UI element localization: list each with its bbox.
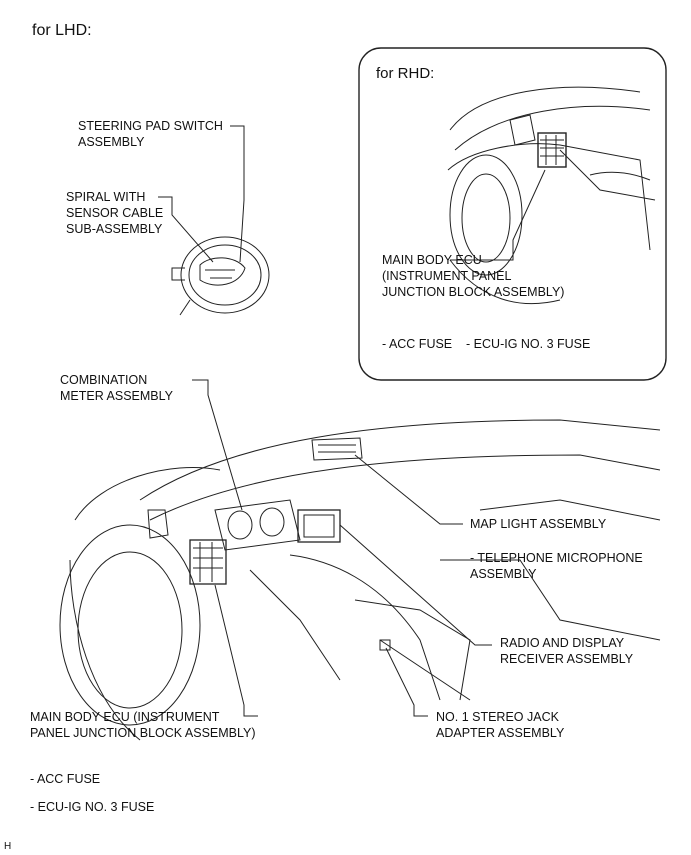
stereo-jack-leader (385, 647, 428, 717)
combination-meter-leader (192, 379, 243, 511)
spiral-label: SPIRAL WITH SENSOR CABLE SUB-ASSEMBLY (66, 190, 164, 236)
main-ecu-leader (214, 584, 258, 717)
spiral-leader (158, 196, 214, 263)
main-body-ecu-label: MAIN BODY ECU (INSTRUMENT PANEL JUNCTION… (30, 710, 256, 740)
ecu-ig-fuse-label: - ECU-IG NO. 3 FUSE (30, 800, 155, 814)
steering-pad-label: STEERING PAD SWITCH ASSEMBLY (78, 119, 223, 149)
rhd-inset-frame (358, 47, 667, 381)
map-light-leader (354, 454, 463, 525)
lhd-title: for LHD: (32, 22, 92, 39)
rhd-ecu-leader (450, 169, 546, 261)
stereo-jack-label: NO. 1 STEREO JACK ADAPTER ASSEMBLY (436, 710, 565, 740)
dashboard-sketch (59, 419, 661, 741)
telephone-mic-label: - TELEPHONE MICROPHONE ASSEMBLY (470, 551, 643, 581)
rhd-interior-sketch (447, 86, 656, 305)
figure-code: H (4, 841, 12, 852)
acc-fuse-label: - ACC FUSE (30, 772, 101, 786)
steering-pad-leader (230, 125, 245, 263)
rhd-title: for RHD: (376, 65, 435, 82)
radio-label: RADIO AND DISPLAY RECEIVER ASSEMBLY (500, 636, 634, 666)
steering-wheel-sketch (171, 236, 270, 316)
rhd-ecu-label: MAIN BODY ECU (INSTRUMENT PANEL JUNCTION… (382, 253, 565, 299)
combination-meter-label: COMBINATION METER ASSEMBLY (60, 373, 173, 403)
radio-leader (339, 524, 492, 646)
rhd-fuse-label: - ACC FUSE - ECU-IG NO. 3 FUSE (382, 337, 591, 351)
map-light-label: MAP LIGHT ASSEMBLY (470, 517, 607, 531)
